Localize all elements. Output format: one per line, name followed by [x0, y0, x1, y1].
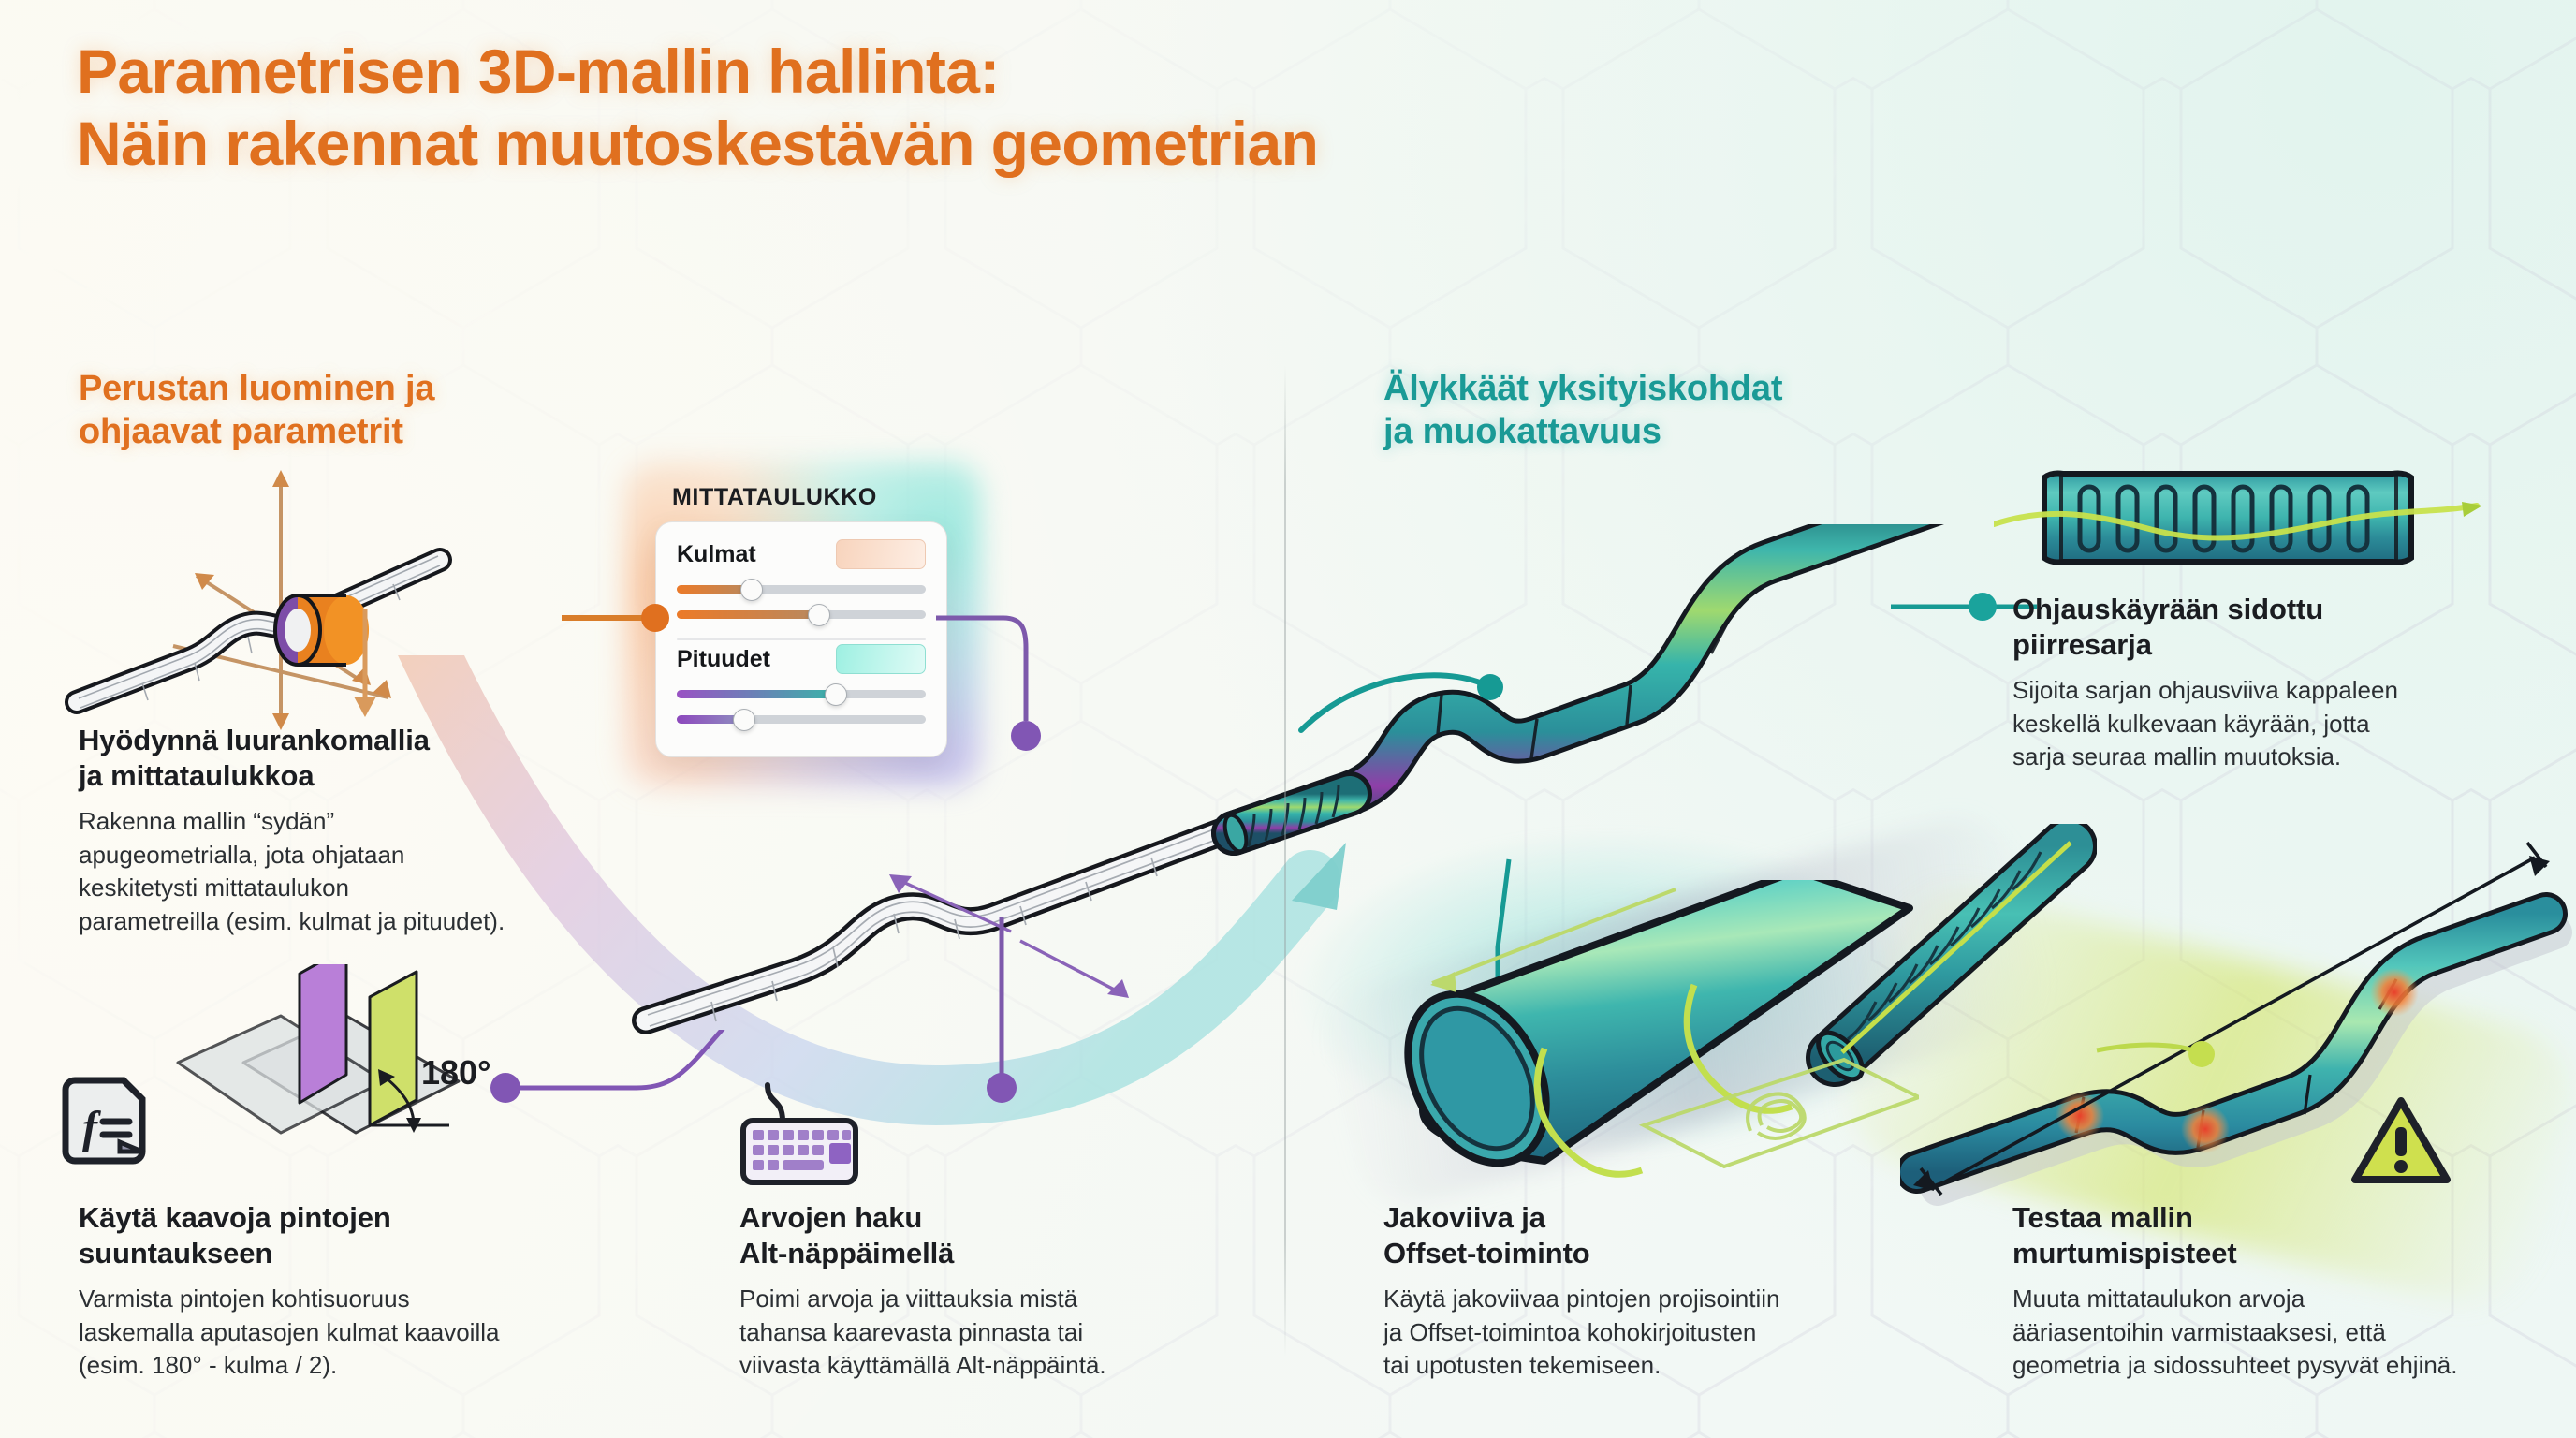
- panel-separator: [677, 638, 926, 640]
- card-title: Käytä kaavoja pintojen suuntaukseen: [79, 1201, 391, 1269]
- slotted-grip-cylinder: [1994, 470, 2481, 565]
- ribbed-grip-diagonal: [1806, 824, 2097, 1087]
- skeleton-wireframe-illustration: [65, 470, 452, 730]
- formula-note-icon: f: [62, 1077, 146, 1165]
- slider-fill: [677, 585, 752, 594]
- slider-pituudet-2[interactable]: [677, 709, 926, 731]
- title-line-2: Näin rakennat muutoskestävän geometrian: [77, 109, 1319, 179]
- keyboard-icon: [740, 1082, 858, 1185]
- slider-fill: [677, 715, 744, 724]
- slider-kulmat-2[interactable]: [677, 604, 926, 626]
- param-label-pituudet: Pituudet: [677, 645, 770, 672]
- param-swatch-kulmat: [836, 539, 926, 569]
- grey-shadow-band: [1311, 804, 2058, 1218]
- card-guide: Ohjauskäyrään sidottu piirresarja Sijoit…: [2012, 592, 2518, 774]
- slider-track: [677, 715, 926, 724]
- param-swatch-pituudet: [836, 644, 926, 674]
- slider-knob[interactable]: [825, 683, 848, 706]
- card-body: Poimi arvoja ja viittauksia mistä tahans…: [739, 1284, 1106, 1380]
- wireframe-handlebar-illustration: [632, 802, 1278, 1034]
- slider-knob[interactable]: [739, 579, 763, 601]
- column-divider: [1284, 365, 1286, 1357]
- card-breakpoints: Testaa mallin murtumispisteet Muuta mitt…: [2012, 1200, 2555, 1383]
- card-title: Hyödynnä luurankomallia ja mittataulukko…: [79, 724, 430, 792]
- svg-text:f: f: [82, 1103, 101, 1152]
- card-title: Testaa mallin murtumispisteet: [2012, 1201, 2237, 1269]
- warning-triangle-icon: [2351, 1097, 2451, 1183]
- param-label-kulmat: Kulmat: [677, 540, 756, 567]
- card-title: Ohjauskäyrään sidottu piirresarja: [2012, 593, 2324, 661]
- gradient-handlebar-illustration: [1211, 524, 1944, 992]
- slider-pituudet-1[interactable]: [677, 683, 926, 706]
- panel-label: MITTATAULUKKO: [672, 484, 877, 510]
- angle-value-label: 180°: [421, 1053, 491, 1092]
- left-column-heading: Perustan luominen ja ohjaavat parametrit: [79, 369, 435, 452]
- split-line-cylinder: [1404, 880, 1919, 1178]
- card-skeleton: Hyödynnä luurankomallia ja mittataulukko…: [79, 723, 603, 939]
- slider-fill: [677, 610, 819, 619]
- panel-card: Kulmat Pituudet: [655, 521, 947, 757]
- card-offset: Jakoviiva ja Offset-toiminto Käytä jakov…: [1383, 1200, 1926, 1383]
- card-body: Muuta mittataulukon arvoja ääriasentoihi…: [2012, 1284, 2458, 1380]
- slider-track: [677, 585, 926, 594]
- card-body: Varmista pintojen kohtisuoruus laskemall…: [79, 1284, 500, 1380]
- title-line-1: Parametrisen 3D-mallin hallinta:: [77, 37, 1000, 106]
- slider-fill: [677, 690, 837, 698]
- card-formula: Käytä kaavoja pintojen suuntaukseen Varm…: [79, 1200, 640, 1383]
- param-row-pituudet: Pituudet: [677, 644, 926, 674]
- teal-glow-blob: [1282, 824, 1938, 1161]
- measurement-table-panel: MITTATAULUKKO Kulmat Pituudet: [625, 462, 981, 787]
- right-column-heading: Älykkäät yksityiskohdat ja muokattavuus: [1383, 369, 1783, 452]
- card-body: Käytä jakoviivaa pintojen projisointiin …: [1383, 1284, 1780, 1380]
- slider-knob[interactable]: [807, 604, 830, 626]
- stress-handlebar-illustration: [1900, 841, 2572, 1206]
- slider-knob[interactable]: [732, 709, 755, 731]
- card-body: Rakenna mallin “sydän” apugeometrialla, …: [79, 806, 505, 936]
- skeleton-connector-arrow: [354, 609, 376, 717]
- card-title: Arvojen haku Alt-näppäimellä: [739, 1201, 955, 1269]
- card-title: Jakoviiva ja Offset-toiminto: [1383, 1201, 1590, 1269]
- param-row-kulmat: Kulmat: [677, 539, 926, 569]
- card-body: Sijoita sarjan ohjausviiva kappaleen kes…: [2012, 675, 2398, 771]
- formula-connector: [490, 1030, 725, 1103]
- slider-kulmat-1[interactable]: [677, 579, 926, 601]
- card-altkey: Arvojen haku Alt-näppäimellä Poimi arvoj…: [739, 1200, 1282, 1383]
- page-title: Parametrisen 3D-mallin hallinta: Näin ra…: [77, 36, 1855, 180]
- panel-connector-bottom: [987, 917, 1017, 1103]
